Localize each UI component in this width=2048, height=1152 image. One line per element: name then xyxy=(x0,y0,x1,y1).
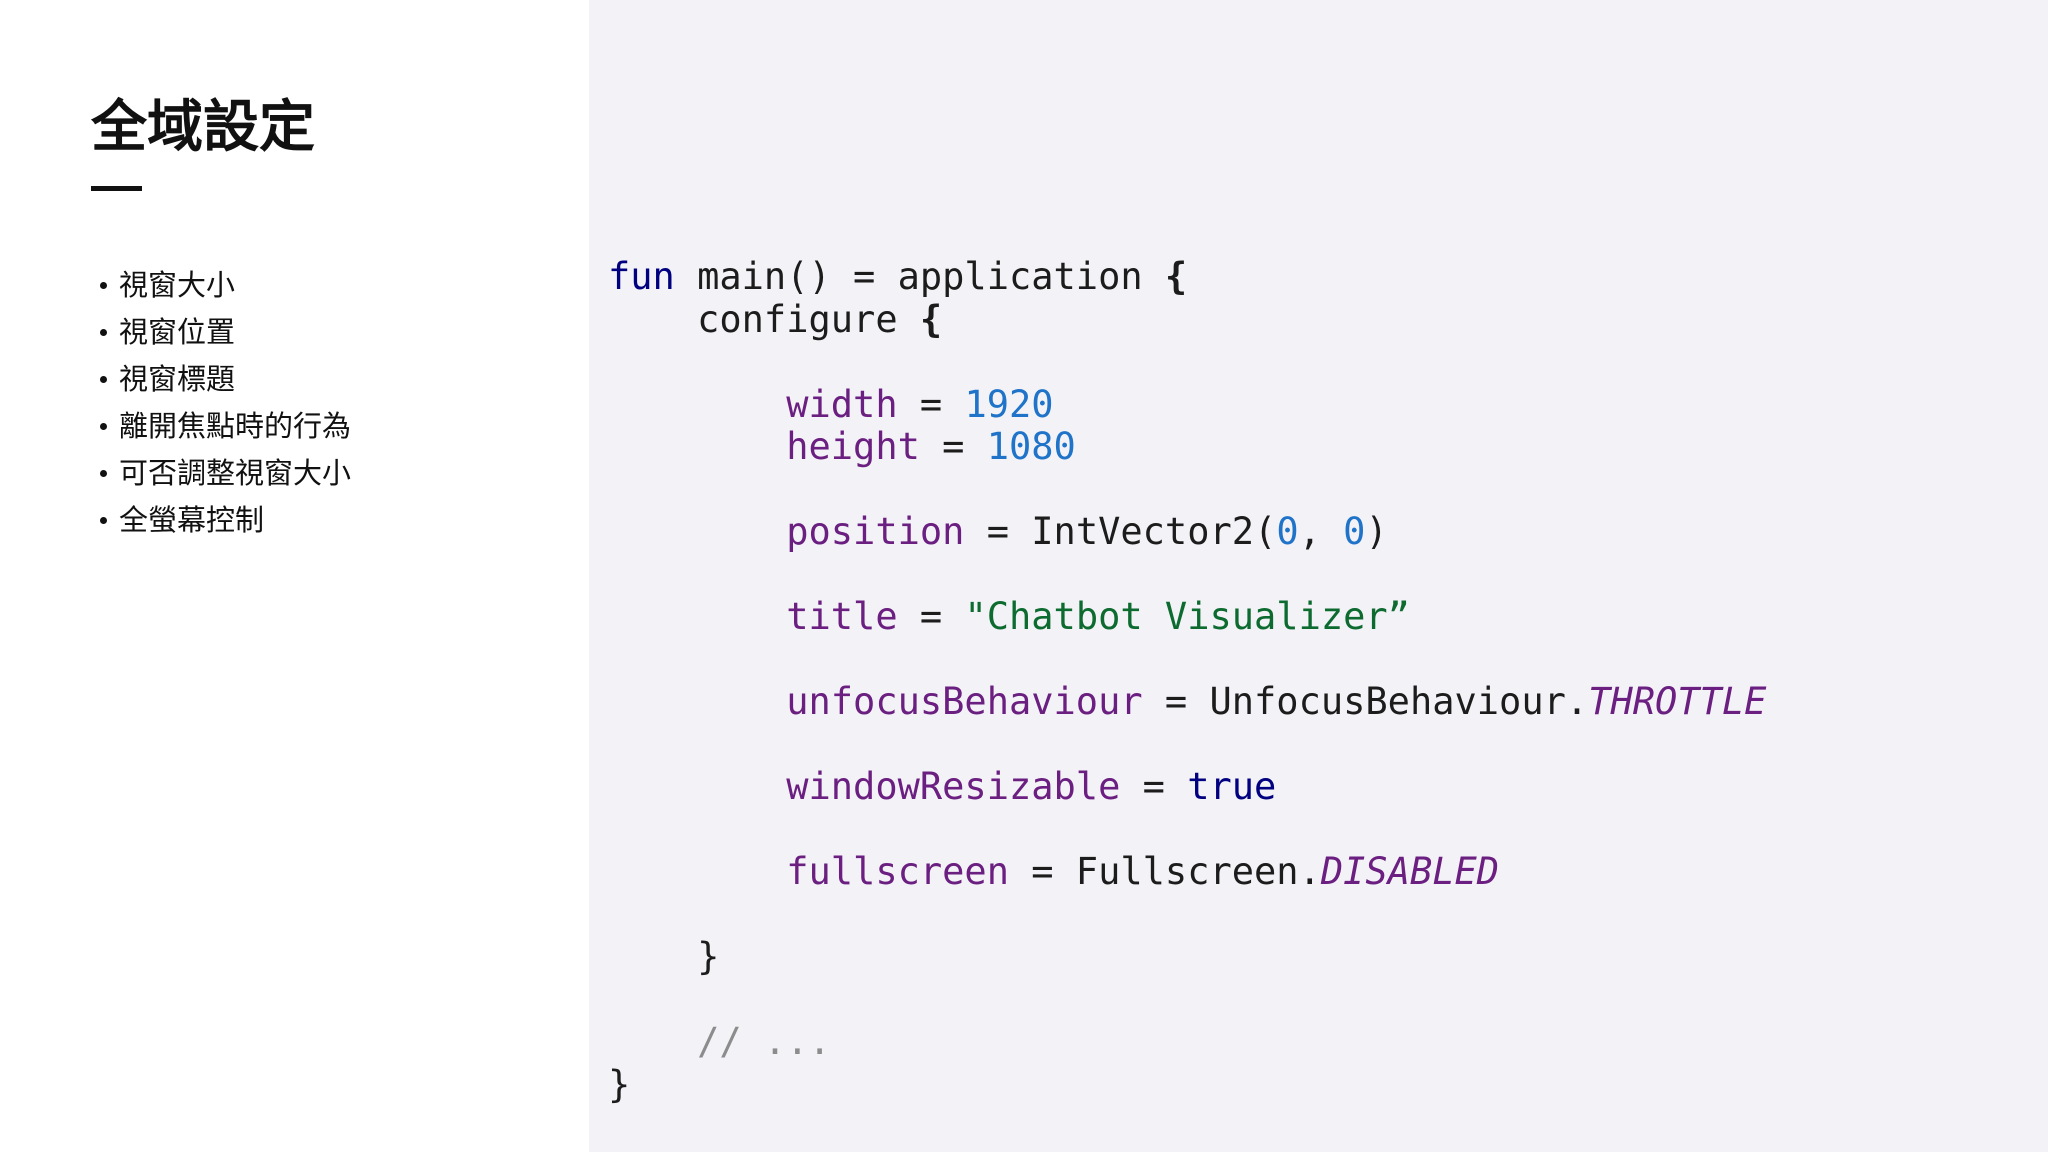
bullet-dot-icon xyxy=(100,282,107,289)
code-line: position = IntVector2(0, 0) xyxy=(786,510,1388,553)
code-line: unfocusBehaviour = UnfocusBehaviour.THRO… xyxy=(786,680,1767,723)
bullet-list: 視窗大小 視窗位置 視窗標題 離開焦點時的行為 可否調整視窗大小 全螢幕控制 xyxy=(100,262,351,544)
bullet-item: 視窗位置 xyxy=(100,309,351,356)
bullet-item: 全螢幕控制 xyxy=(100,497,351,544)
bullet-dot-icon xyxy=(100,423,107,430)
bullet-item: 視窗標題 xyxy=(100,356,351,403)
code-line: configure { xyxy=(697,297,943,341)
bullet-dot-icon xyxy=(100,517,107,524)
bullet-item: 可否調整視窗大小 xyxy=(100,450,351,497)
bullet-item: 離開焦點時的行為 xyxy=(100,403,351,450)
code-line: height = 1080 xyxy=(786,425,1076,468)
code-panel xyxy=(589,0,2048,1152)
slide-text-panel: 全域設定 視窗大小 視窗位置 視窗標題 離開焦點時的行為 可否調整視窗大小 全螢… xyxy=(0,0,589,1152)
code-line: } xyxy=(608,1062,631,1106)
code-line: } xyxy=(697,935,720,978)
code-line: fun main() = application { xyxy=(608,255,1188,298)
title-underline xyxy=(91,186,142,191)
bullet-item: 視窗大小 xyxy=(100,262,351,309)
slide-title: 全域設定 xyxy=(91,95,315,160)
code-line: title = "Chatbot Visualizer” xyxy=(786,595,1410,638)
code-line: windowResizable = true xyxy=(786,765,1277,808)
bullet-dot-icon xyxy=(100,376,107,383)
code-line: fullscreen = Fullscreen.DISABLED xyxy=(786,850,1500,893)
code-block: fun main() = application { configure { w… xyxy=(608,255,1767,1106)
bullet-dot-icon xyxy=(100,470,107,477)
bullet-dot-icon xyxy=(100,329,107,336)
code-line: // ... xyxy=(697,1020,831,1063)
code-line: width = 1920 xyxy=(786,382,1054,426)
